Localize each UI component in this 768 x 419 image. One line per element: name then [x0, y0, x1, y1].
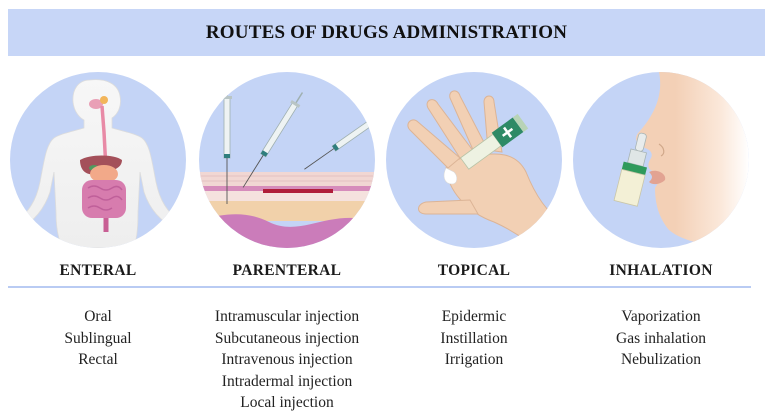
title-banner: ROUTES OF DRUGS ADMINISTRATION: [8, 9, 765, 56]
list-item: Local injection: [240, 394, 334, 412]
list-item: Gas inhalation: [616, 329, 706, 347]
list-item: Instillation: [440, 329, 508, 347]
list-item: Rectal: [78, 351, 118, 369]
enteral-list: Oral Sublingual Rectal: [3, 306, 193, 371]
nasal-spray-face-icon: [613, 72, 749, 248]
parenteral-illustration: [199, 72, 375, 248]
list-item: Intravenous injection: [221, 351, 353, 369]
list-item: Epidermic: [441, 308, 507, 325]
syringes-skin-layers-icon: [199, 86, 375, 248]
list-item: Nebulization: [620, 351, 702, 369]
topical-list: Epidermic Instillation Irrigation: [379, 306, 569, 371]
list-item: Intramuscular injection: [214, 308, 360, 325]
topical-illustration: [386, 72, 562, 248]
page-title: ROUTES OF DRUGS ADMINISTRATION: [205, 21, 568, 43]
hand-ointment-tube-icon: [407, 90, 562, 248]
heading-parenteral: PARENTERAL: [232, 262, 342, 279]
inhalation-list: Vaporization Gas inhalation Nebulization: [566, 306, 756, 371]
heading-inhalation: INHALATION: [609, 262, 713, 279]
inhalation-illustration: [573, 72, 749, 248]
enteral-illustration: [10, 72, 186, 248]
list-item: Intradermal injection: [221, 372, 353, 390]
digestive-system-icon: [15, 79, 181, 248]
heading-topical: TOPICAL: [437, 262, 511, 279]
list-item: Irrigation: [444, 351, 504, 369]
parenteral-list: Intramuscular injection Subcutaneous inj…: [192, 306, 382, 414]
section-divider: [8, 286, 751, 288]
list-item: Subcutaneous injection: [214, 329, 360, 347]
heading-enteral: ENTERAL: [59, 262, 137, 279]
list-item: Sublingual: [64, 329, 132, 347]
list-item: Oral: [84, 308, 112, 325]
list-item: Vaporization: [621, 308, 701, 325]
